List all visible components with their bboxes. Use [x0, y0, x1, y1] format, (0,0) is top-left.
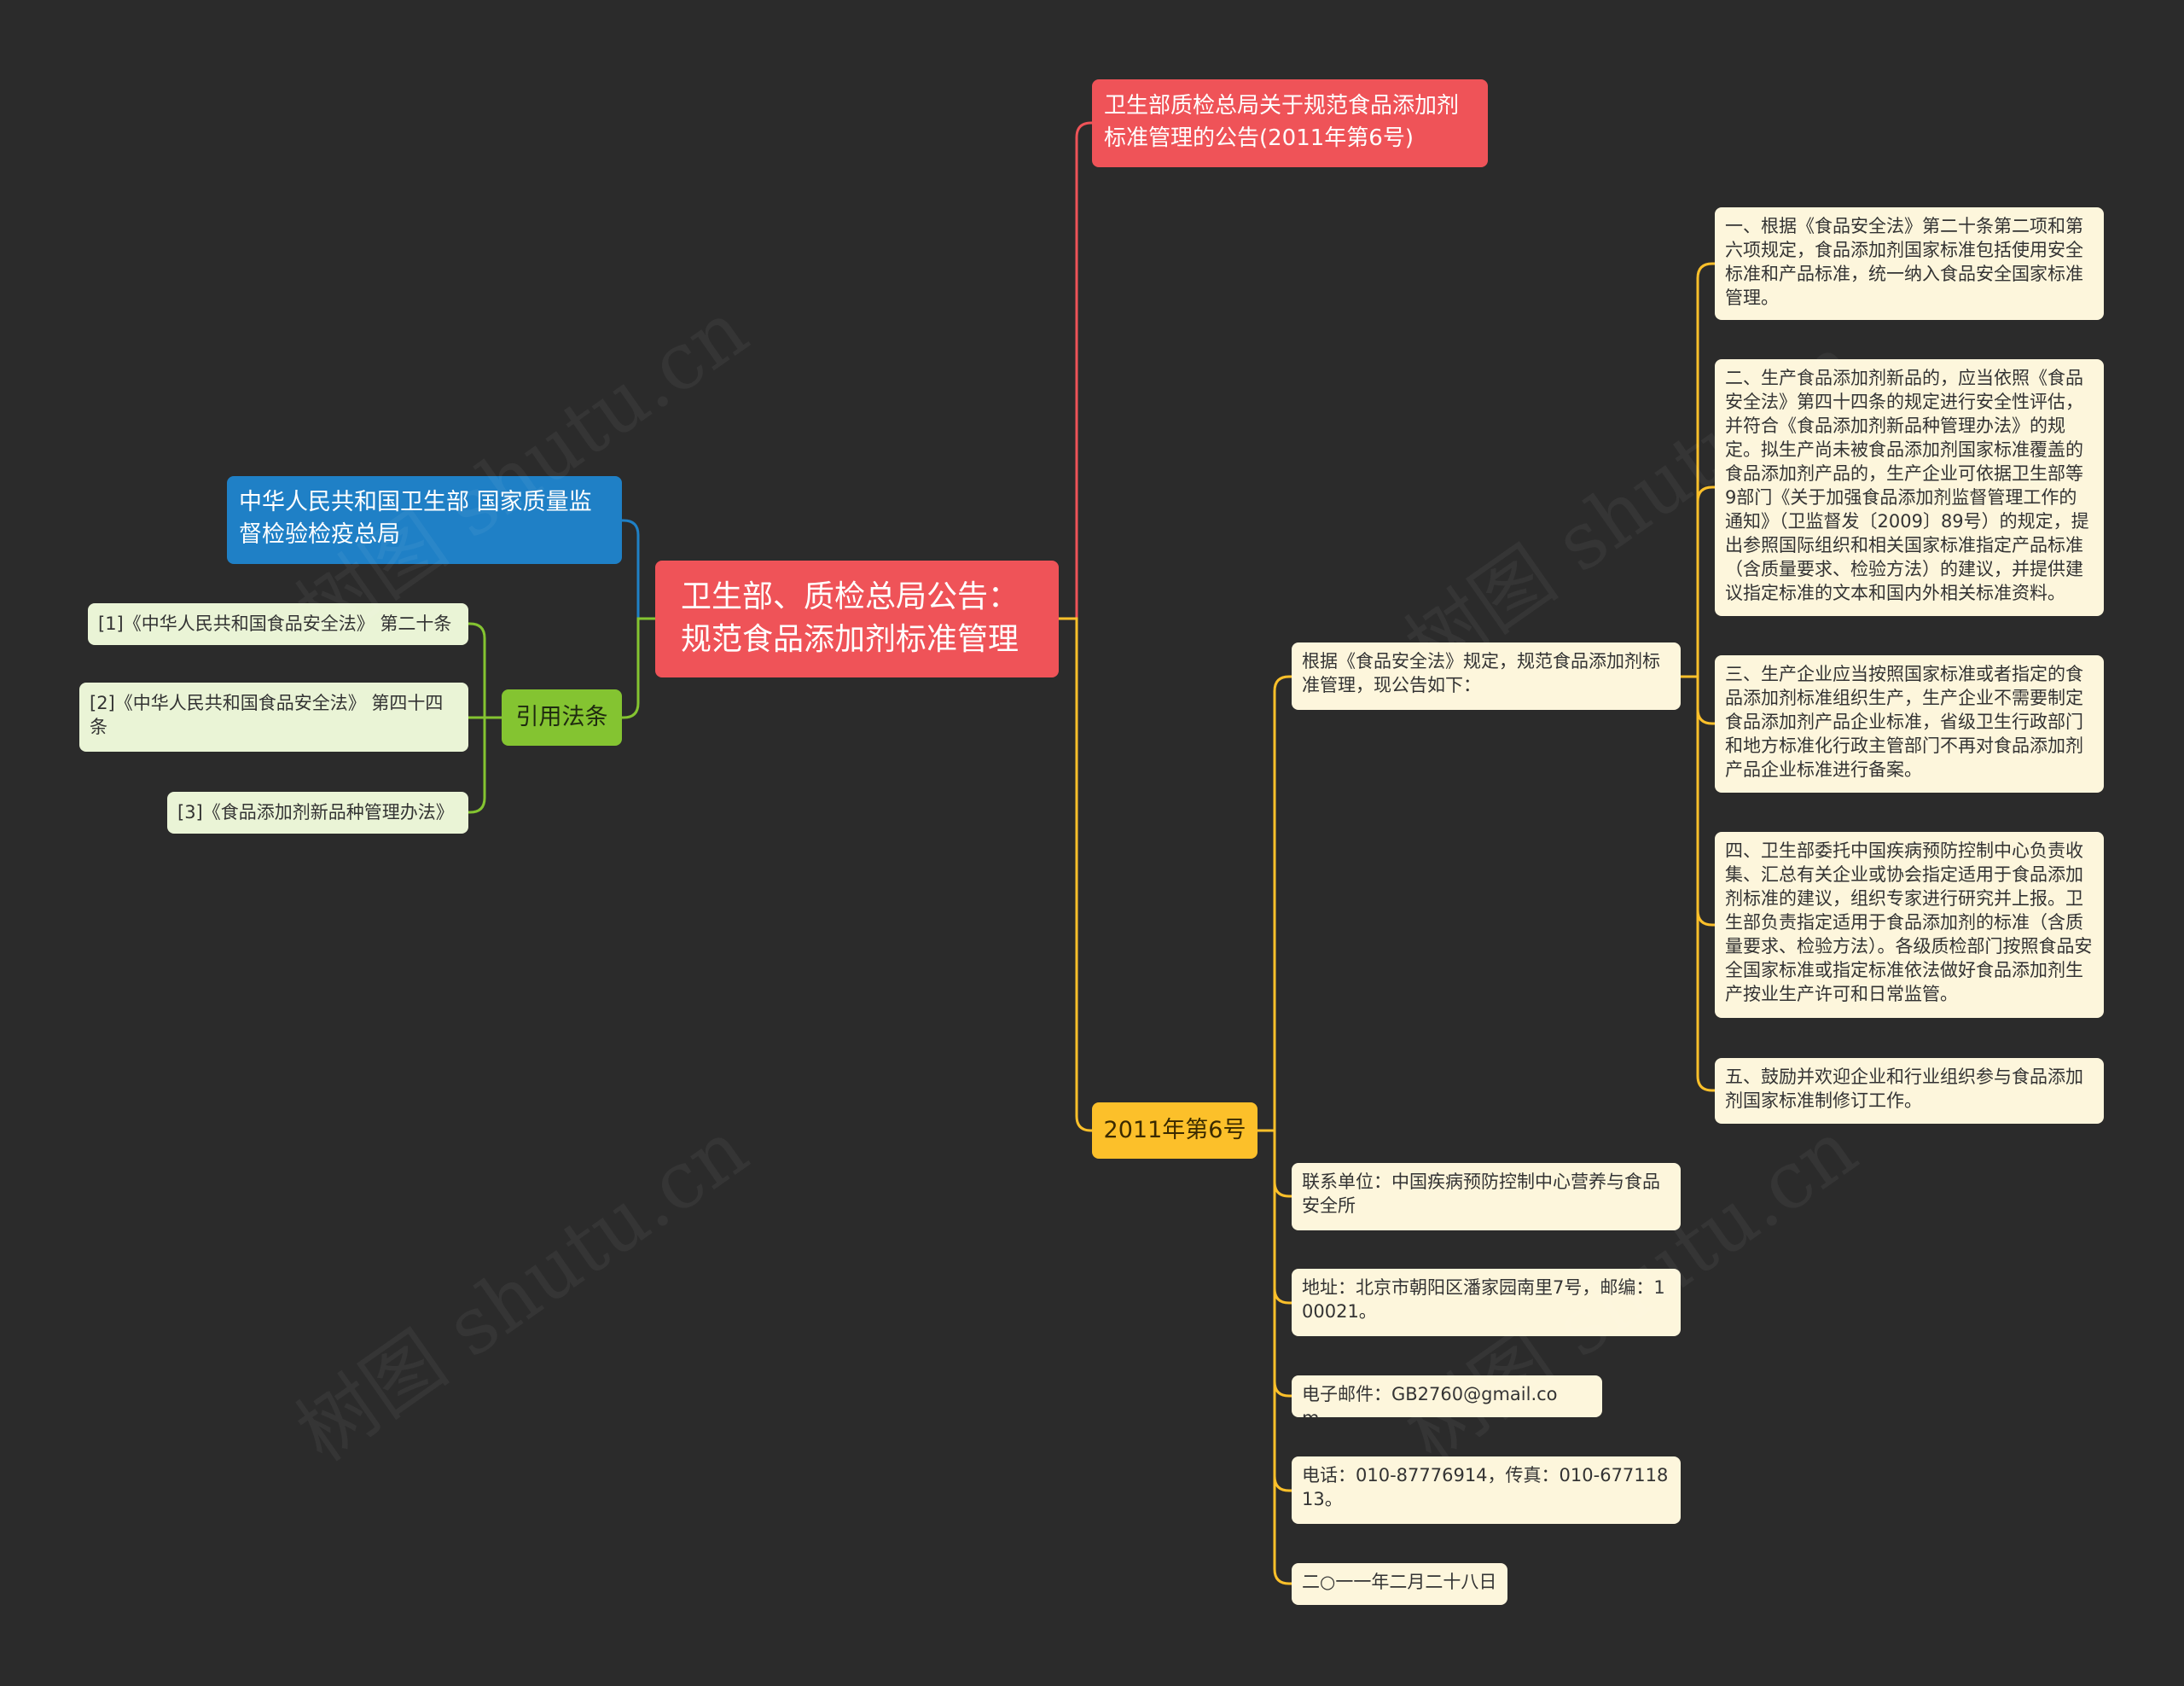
publisher-node[interactable]: 中华人民共和国卫生部 国家质量监督检验检疫总局: [227, 476, 622, 564]
clause-3-node[interactable]: 三、生产企业应当按照国家标准或者指定的食品添加剂标准组织生产，生产企业不需要制定…: [1715, 655, 2104, 793]
link-root-publisher: [622, 519, 655, 620]
announcement-intro-node[interactable]: 根据《食品安全法》规定，规范食品添加剂标准管理，现公告如下：: [1292, 642, 1681, 710]
link-root-title: [1059, 121, 1092, 620]
law-item-3[interactable]: [3]《食品添加剂新品种管理办法》: [167, 792, 468, 834]
cited-laws-node[interactable]: 引用法条: [502, 689, 622, 746]
contact-address-node[interactable]: 地址：北京市朝阳区潘家园南里7号，邮编：100021。: [1292, 1269, 1681, 1336]
clause-2-node[interactable]: 二、生产食品添加剂新品的，应当依照《食品安全法》第四十四条的规定进行安全性评估，…: [1715, 359, 2104, 616]
announcement-date-node[interactable]: 二○一一年二月二十八日: [1292, 1563, 1507, 1605]
root-topic[interactable]: 卫生部、质检总局公告：规范食品添加剂标准管理: [655, 561, 1059, 677]
law-item-1[interactable]: [1]《中华人民共和国食品安全法》 第二十条: [88, 603, 468, 645]
contact-unit-node[interactable]: 联系单位：中国疾病预防控制中心营养与食品安全所: [1292, 1163, 1681, 1230]
contact-phone-node[interactable]: 电话：010-87776914，传真：010-67711813。: [1292, 1456, 1681, 1524]
clause-5-node[interactable]: 五、鼓励并欢迎企业和行业组织参与食品添加剂国家标准制修订工作。: [1715, 1058, 2104, 1124]
clause-1-node[interactable]: 一、根据《食品安全法》第二十条第二项和第六项规定，食品添加剂国家标准包括使用安全…: [1715, 207, 2104, 320]
link-laws-1: [468, 622, 502, 719]
intro-branches: [1681, 262, 1715, 1092]
link-laws-3: [468, 716, 502, 814]
announcement-title-node[interactable]: 卫生部质检总局关于规范食品添加剂标准管理的公告(2011年第6号): [1092, 79, 1488, 167]
link-root-laws: [622, 617, 655, 719]
announcement-branches: [1258, 675, 1292, 1585]
link-root-announcement: [1059, 617, 1092, 1132]
contact-email-node[interactable]: 电子邮件：GB2760@gmail.com。: [1292, 1375, 1602, 1417]
announcement-number-node[interactable]: 2011年第6号: [1092, 1102, 1258, 1159]
clause-4-node[interactable]: 四、卫生部委托中国疾病预防控制中心负责收集、汇总有关企业或协会指定适用于食品添加…: [1715, 832, 2104, 1018]
law-item-2[interactable]: [2]《中华人民共和国食品安全法》 第四十四条: [79, 683, 468, 752]
